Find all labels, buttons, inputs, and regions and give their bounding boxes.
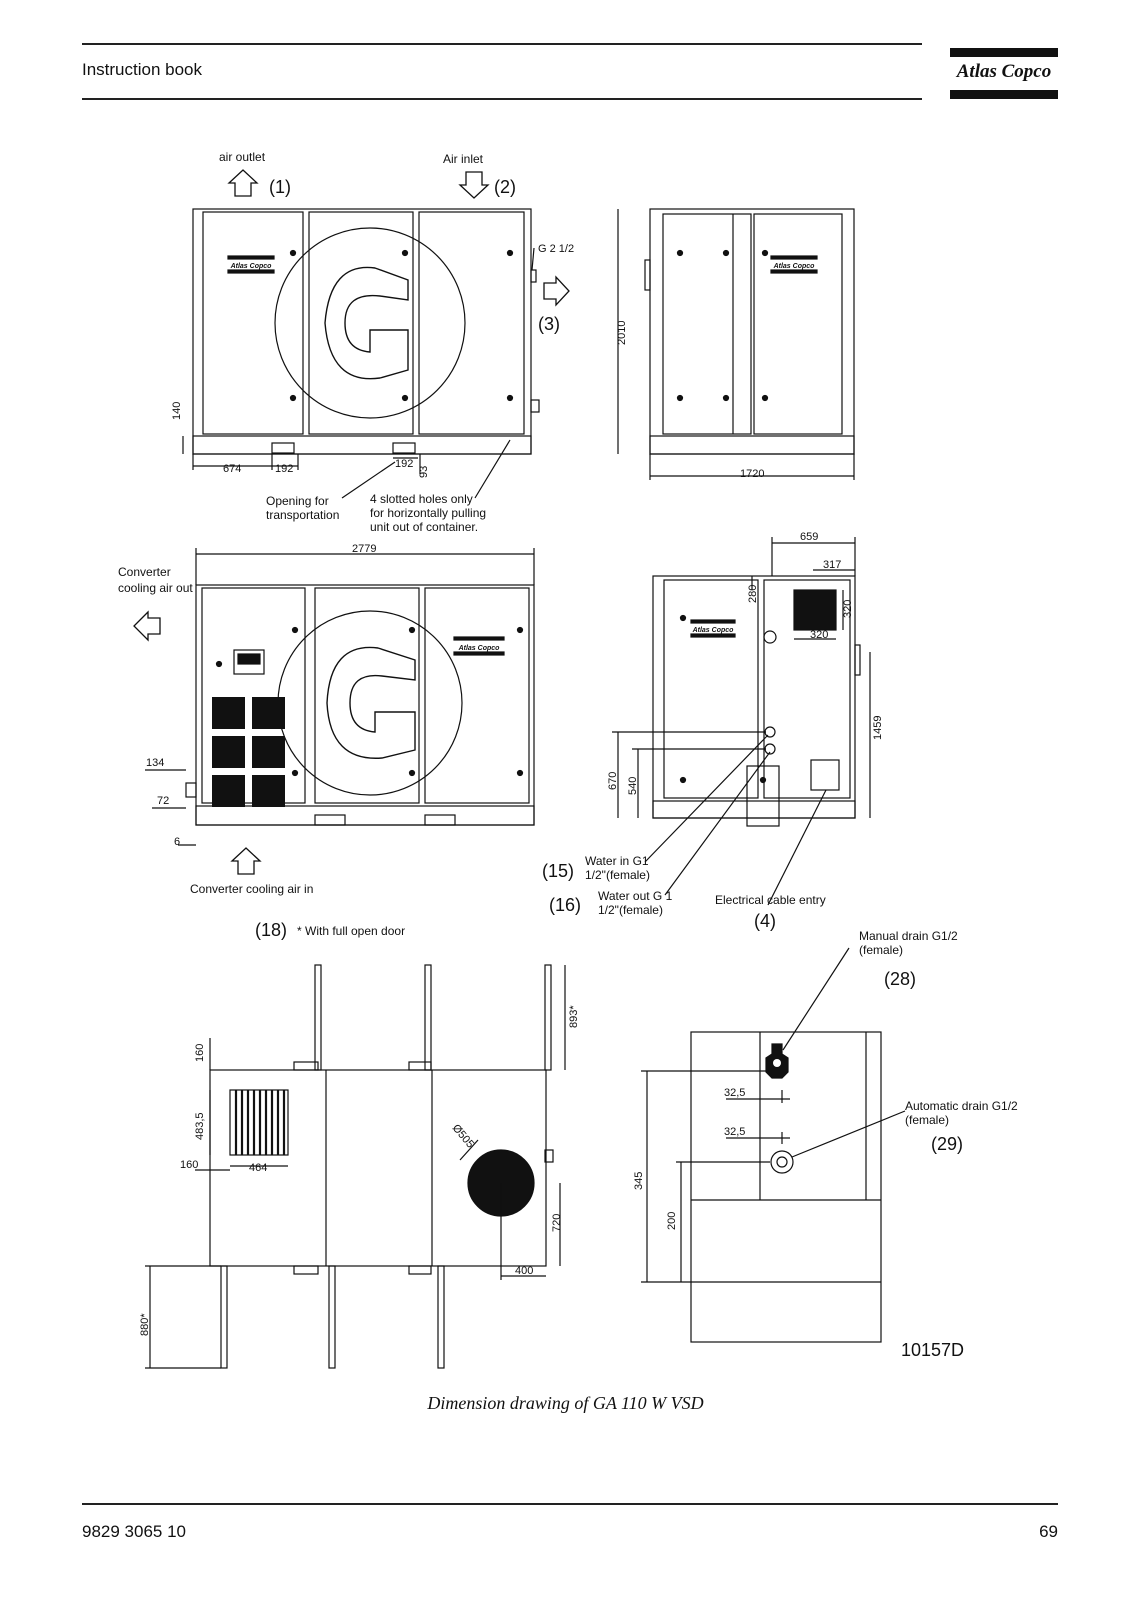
label-auto-drain-1: Automatic drain G1/2 (905, 1099, 1018, 1113)
label-n18: (18) (255, 920, 287, 940)
label-water-in-2: 1/2"(female) (585, 868, 650, 882)
label-air-inlet: Air inlet (443, 152, 484, 166)
dim-540: 540 (627, 777, 639, 795)
dim-192a: 192 (275, 463, 293, 475)
label-cable-entry: Electrical cable entry (715, 893, 826, 907)
dim-160b: 160 (180, 1159, 198, 1171)
label-n28: (28) (884, 969, 916, 989)
dim-659: 659 (800, 531, 818, 543)
dim-72: 72 (157, 795, 169, 807)
dim-325b: 32,5 (724, 1126, 745, 1138)
svg-text:Atlas Copco: Atlas Copco (692, 627, 735, 634)
drawing-id: 10157D (901, 1340, 964, 1360)
header-rule-top (82, 43, 922, 45)
label-n1: (1) (269, 177, 291, 197)
dim-140: 140 (171, 402, 183, 420)
dim-280: 280 (747, 585, 759, 603)
dim-200: 200 (666, 1212, 678, 1230)
svg-text:Atlas Copco: Atlas Copco (458, 645, 501, 652)
label-air-outlet: air outlet (219, 150, 266, 164)
front-view: Atlas Copco (182, 169, 855, 499)
label-slotted-3: unit out of container. (370, 520, 478, 534)
dim-720: 720 (551, 1214, 563, 1232)
dim-6: 6 (174, 836, 180, 848)
dim-1720: 1720 (740, 468, 764, 480)
dim-400: 400 (515, 1265, 533, 1277)
dim-670: 670 (607, 772, 619, 790)
page-number: 69 (1039, 1522, 1058, 1541)
svg-text:Atlas Copco: Atlas Copco (230, 263, 273, 270)
plan-view (145, 964, 566, 1369)
figure-caption: Dimension drawing of GA 110 W VSD (427, 1393, 704, 1413)
label-water-in-1: Water in G1 (585, 854, 649, 868)
dim-325a: 32,5 (724, 1087, 745, 1099)
side-view-connections: Atlas Copco (612, 537, 871, 906)
dim-2779: 2779 (352, 543, 376, 555)
label-water-out-2: 1/2"(female) (598, 903, 663, 917)
footer-rule (82, 1503, 1058, 1505)
dim-345: 345 (633, 1172, 645, 1190)
header-rule-bottom (82, 98, 922, 100)
svg-text:Atlas Copco: Atlas Copco (773, 263, 816, 270)
label-water-out-1: Water out G 1 (598, 889, 673, 903)
label-g212: G 2 1/2 (538, 243, 574, 255)
header-title: Instruction book (82, 60, 203, 79)
label-auto-drain-2: (female) (905, 1113, 949, 1127)
label-opening-2: transportation (266, 508, 339, 522)
drain-view (641, 947, 906, 1343)
dim-160a: 160 (194, 1044, 206, 1062)
dim-134: 134 (146, 757, 164, 769)
dim-893: 893* (568, 1005, 580, 1028)
label-slotted-2: for horizontally pulling (370, 506, 486, 520)
dim-2010: 2010 (616, 321, 628, 345)
dim-192b: 192 (395, 458, 413, 470)
dim-320b: 320 (810, 629, 828, 641)
label-n3: (3) (538, 314, 560, 334)
label-n16: (16) (549, 895, 581, 915)
label-manual-drain-1: Manual drain G1/2 (859, 929, 958, 943)
atlas-copco-logo: Atlas Copco (950, 48, 1058, 99)
label-converter-out-1: Converter (118, 565, 171, 579)
dim-880: 880* (139, 1313, 151, 1336)
dim-93: 93 (418, 466, 430, 478)
dim-317: 317 (823, 559, 841, 571)
label-n4: (4) (754, 911, 776, 931)
label-opening-1: Opening for (266, 494, 329, 508)
front-view-converter: Atlas Copco (133, 548, 535, 875)
dim-320a: 320 (842, 600, 854, 618)
label-slotted-1: 4 slotted holes only (370, 492, 473, 506)
dim-674: 674 (223, 463, 241, 475)
label-converter-in: Converter cooling air in (190, 882, 313, 896)
label-manual-drain-2: (female) (859, 943, 903, 957)
label-n29: (29) (931, 1134, 963, 1154)
side-view-top: Atlas Copco (644, 208, 855, 455)
doc-number: 9829 3065 10 (82, 1522, 186, 1541)
dim-1459: 1459 (872, 716, 884, 740)
dim-483: 483,5 (194, 1112, 206, 1140)
label-full-open-door: * With full open door (297, 924, 405, 938)
dim-464: 464 (249, 1162, 267, 1174)
label-n2: (2) (494, 177, 516, 197)
label-n15: (15) (542, 861, 574, 881)
label-converter-out-2: cooling air out (118, 581, 193, 595)
